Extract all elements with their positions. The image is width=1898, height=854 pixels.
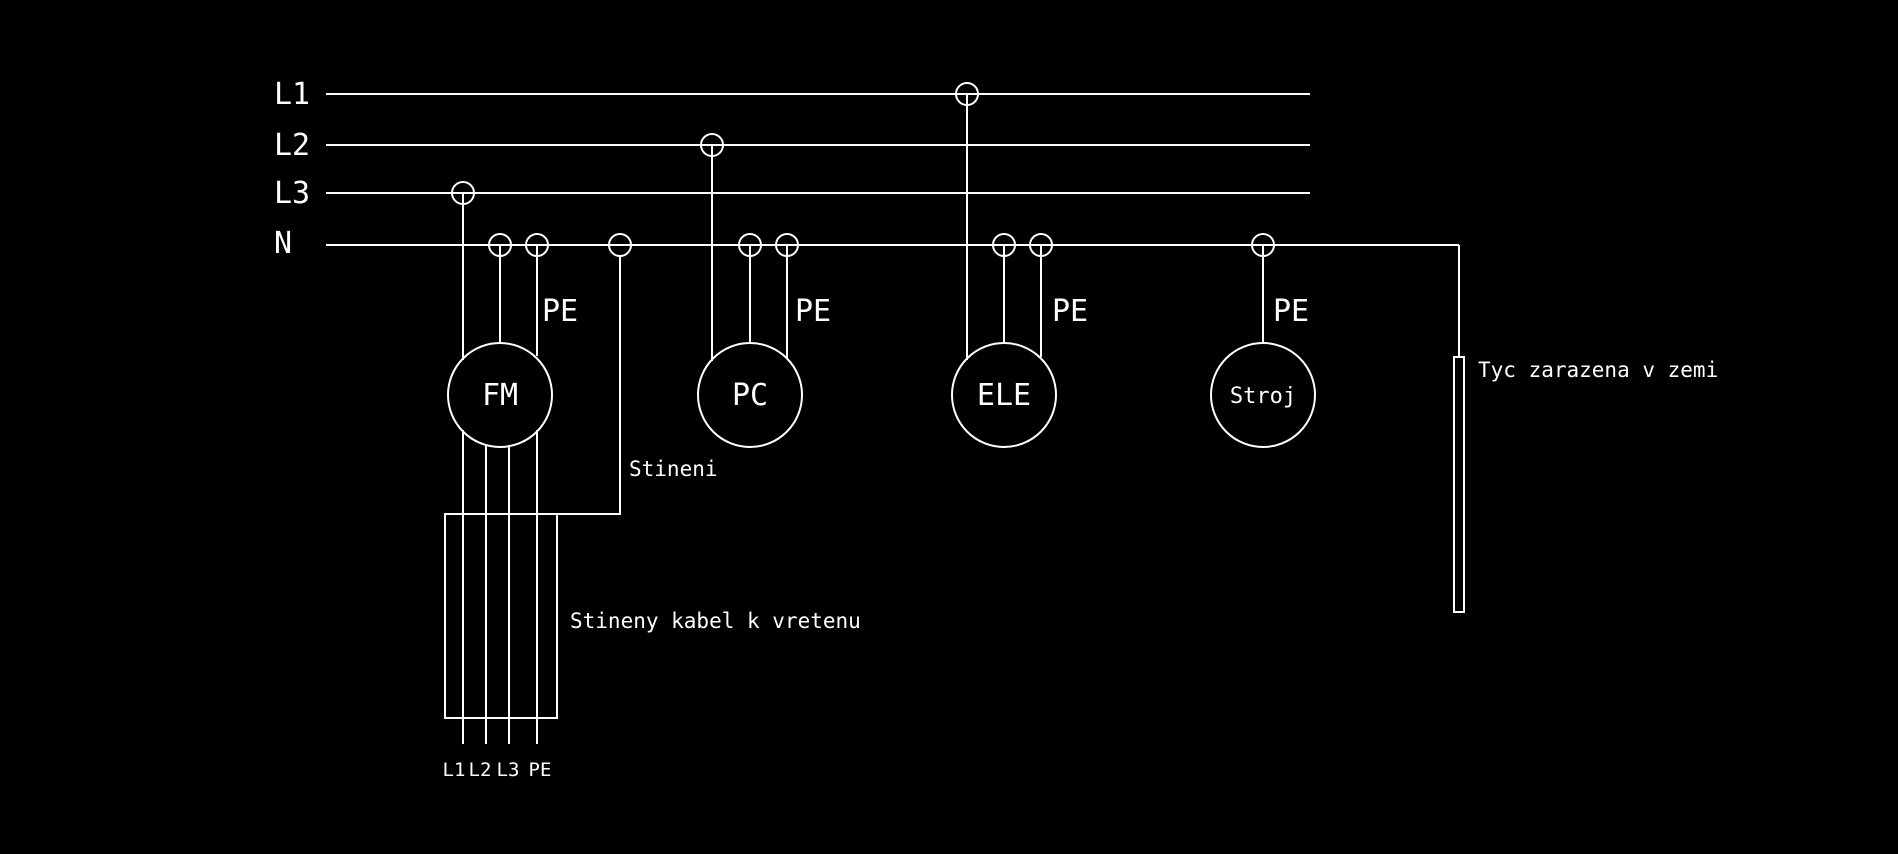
- bus-l1-label: L1: [274, 77, 310, 112]
- stroj-device-circle: [1210, 342, 1316, 448]
- ele-group: PE ELE: [951, 82, 1088, 448]
- bus-lines: [326, 93, 1459, 246]
- fm-group: PE FM: [447, 181, 578, 448]
- cable-terminal-l3: L3: [497, 759, 520, 781]
- ele-n-tap: [992, 233, 1016, 257]
- pc-n-tap: [738, 233, 762, 257]
- ground-rod-label: Tyc zarazena v zemi: [1478, 358, 1718, 382]
- shield-wire: [557, 256, 621, 515]
- fm-device-circle: [447, 342, 553, 448]
- pc-device-circle: [697, 342, 803, 448]
- ele-device-circle: [951, 342, 1057, 448]
- stroj-device-label: Stroj: [1230, 384, 1296, 409]
- cable-terminal-pe: PE: [529, 759, 552, 781]
- fm-device-label: FM: [482, 378, 518, 413]
- fm-pe-label: PE: [542, 294, 578, 329]
- fm-n-tap: [488, 233, 512, 257]
- pc-pe-tap: [775, 233, 799, 257]
- pc-group: PE PC: [697, 133, 831, 448]
- fm-pe-tap: [525, 233, 549, 257]
- bus-l2-label: L2: [274, 128, 310, 163]
- stroj-pe-tap: [1251, 233, 1275, 257]
- stroj-pe-label: PE: [1273, 294, 1309, 329]
- ground-rod: Tyc zarazena v zemi: [1453, 245, 1718, 613]
- ele-pe-label: PE: [1052, 294, 1088, 329]
- cable-terminal-l1: L1: [443, 759, 466, 781]
- pc-pe-label: PE: [795, 294, 831, 329]
- ele-l1-tap: [955, 82, 979, 106]
- shield-connection: Stineni: [557, 233, 718, 515]
- cable-terminal-l2: L2: [469, 759, 492, 781]
- ground-rod-body: [1453, 356, 1465, 613]
- ele-device-label: ELE: [977, 378, 1031, 413]
- shielded-cable-label: Stineny kabel k vretenu: [570, 609, 861, 633]
- pc-device-label: PC: [732, 378, 768, 413]
- shielded-cable: Stineny kabel k vretenu L1 L2 L3 PE: [443, 430, 861, 781]
- ele-pe-tap: [1029, 233, 1053, 257]
- pc-l2-tap: [700, 133, 724, 157]
- stroj-group: PE Stroj: [1210, 233, 1316, 448]
- bus-l3-label: L3: [274, 176, 310, 211]
- fm-l3-tap: [451, 181, 475, 205]
- cable-shield-box: [444, 513, 558, 719]
- shielding-label: Stineni: [629, 457, 718, 481]
- bus-n-label: N: [274, 226, 292, 261]
